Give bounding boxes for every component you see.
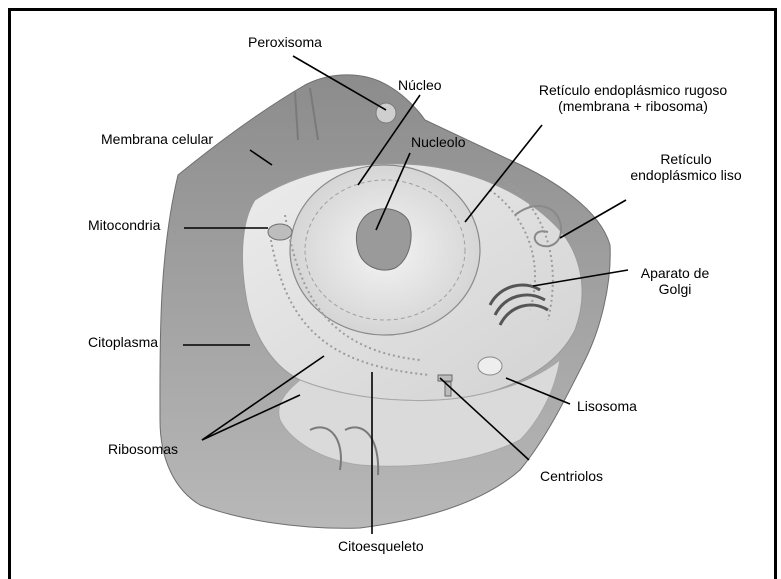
label-reticulo-rugoso-line2: (membrana + ribosoma) — [508, 98, 758, 114]
label-golgi-line1: Aparato de — [620, 265, 730, 281]
label-membrana: Membrana celular — [101, 131, 213, 147]
label-nucleolo: Nucleolo — [411, 134, 465, 150]
label-centriolos: Centriolos — [540, 468, 603, 484]
label-golgi: Aparato de Golgi — [620, 265, 730, 297]
label-peroxisoma: Peroxisoma — [248, 34, 322, 50]
label-nucleo: Núcleo — [398, 77, 442, 93]
label-lisosoma: Lisosoma — [577, 398, 637, 414]
label-citoesqueleto: Citoesqueleto — [338, 538, 424, 554]
label-golgi-line2: Golgi — [620, 281, 730, 297]
label-ribosomas: Ribosomas — [108, 441, 178, 457]
mitochondrion — [268, 224, 292, 240]
label-reticulo-rugoso: Retículo endoplásmico rugoso (membrana +… — [508, 82, 758, 114]
label-reticulo-liso-line1: Retículo — [600, 151, 772, 167]
lysosome — [478, 357, 502, 375]
nucleolus — [356, 209, 411, 270]
label-reticulo-liso-line2: endoplásmico liso — [600, 167, 772, 183]
label-citoplasma: Citoplasma — [88, 334, 158, 350]
label-reticulo-liso: Retículo endoplásmico liso — [600, 151, 772, 183]
label-mitocondria: Mitocondria — [88, 217, 160, 233]
label-reticulo-rugoso-line1: Retículo endoplásmico rugoso — [508, 82, 758, 98]
